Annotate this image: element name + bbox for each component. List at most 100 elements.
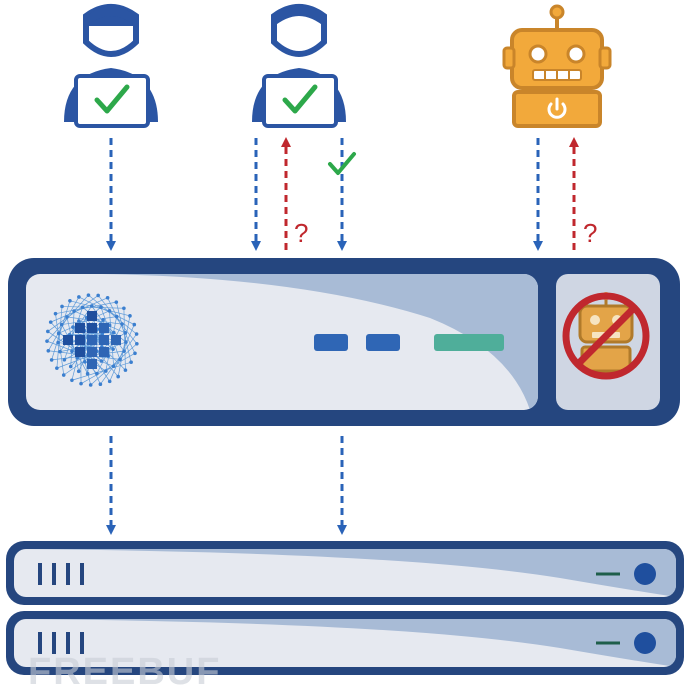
mesh-node	[68, 298, 72, 303]
mesh-node	[65, 315, 69, 319]
mesh-node	[72, 309, 76, 313]
mesh-node	[114, 314, 119, 319]
check-icon	[94, 84, 130, 114]
mesh-node	[89, 304, 94, 308]
mesh-node	[111, 364, 116, 369]
user-2-icon	[252, 4, 346, 128]
mesh-node	[56, 331, 61, 336]
mesh-link	[88, 294, 137, 335]
status-led-2	[366, 334, 400, 351]
mesh-link	[48, 296, 80, 351]
mesh-node	[116, 374, 120, 379]
mesh-node	[46, 329, 50, 334]
mesh-node	[55, 366, 59, 370]
mesh-node	[99, 305, 103, 309]
mesh-node	[61, 373, 66, 377]
mesh-node	[103, 369, 108, 373]
check-icon	[282, 84, 318, 114]
drive-slots	[38, 632, 84, 654]
mesh-node	[45, 339, 49, 343]
mesh-node	[71, 325, 75, 329]
mesh-link	[51, 300, 71, 361]
watermark: FREEBUF	[28, 651, 221, 690]
mesh-link	[62, 306, 124, 309]
backend-server-1	[6, 541, 684, 605]
mesh-node	[111, 330, 116, 335]
mesh-link	[117, 315, 131, 377]
mesh-node	[98, 382, 103, 387]
mesh-link	[55, 301, 117, 315]
mesh-link	[64, 307, 83, 360]
mesh-node	[96, 293, 100, 298]
mesh-core-block	[87, 323, 97, 333]
mesh-node	[120, 322, 124, 326]
mesh-link	[55, 313, 65, 376]
status-led-bar	[434, 334, 504, 351]
mesh-core-block	[87, 311, 97, 321]
mesh-node	[62, 358, 67, 362]
mesh-node	[77, 319, 81, 323]
mesh-core-block	[87, 359, 97, 369]
mesh-node	[122, 306, 126, 311]
status-led-1	[314, 334, 348, 351]
mesh-link	[84, 317, 87, 362]
mesh-core-block	[75, 347, 85, 357]
mesh-core-block	[87, 335, 97, 345]
mesh-node	[77, 295, 81, 299]
blocked-bot-icon	[562, 292, 650, 380]
mesh-link	[78, 296, 135, 325]
verified-check-icon	[328, 152, 356, 175]
mesh-node	[82, 360, 87, 364]
mesh-node	[118, 357, 122, 362]
mesh-link	[123, 308, 126, 371]
mesh-link	[96, 323, 123, 374]
mesh-node	[111, 347, 115, 351]
mesh-core-block	[99, 347, 109, 357]
mesh-link	[71, 361, 132, 381]
mesh-node	[49, 358, 54, 362]
mesh-link	[90, 343, 138, 386]
mesh-node	[58, 349, 62, 354]
mesh-node	[99, 359, 104, 363]
user-2-challenge-label: ?	[294, 218, 308, 248]
mesh-core-block	[99, 323, 109, 333]
mesh-link	[47, 295, 99, 332]
mesh-node	[56, 340, 60, 345]
mesh-node	[107, 309, 112, 313]
mesh-node	[128, 314, 132, 318]
backend-server-2	[6, 611, 684, 675]
drive-slots	[38, 563, 84, 585]
mesh-node	[133, 351, 137, 356]
mesh-node	[101, 318, 105, 322]
mesh-node	[76, 369, 81, 374]
mesh-node	[79, 381, 83, 386]
mesh-node	[60, 304, 64, 309]
mesh-node	[134, 332, 139, 336]
power-icon	[547, 97, 567, 119]
mesh-node	[70, 349, 74, 354]
user-1-icon	[64, 4, 158, 128]
mesh-link	[80, 352, 136, 384]
mesh-node	[48, 320, 53, 324]
mesh-link	[58, 310, 110, 334]
mesh-core-block	[75, 335, 85, 345]
mesh-core-block	[87, 347, 97, 357]
mesh-node	[86, 293, 91, 297]
network-mesh-icon	[45, 293, 139, 387]
mesh-node	[122, 349, 126, 353]
mesh-link	[56, 306, 63, 369]
mesh-node	[53, 311, 58, 316]
mesh-node	[124, 340, 128, 344]
power-led	[634, 632, 656, 654]
mesh-core-block	[63, 335, 73, 345]
mesh-node	[68, 364, 73, 369]
mesh-node	[46, 348, 51, 353]
security-appliance	[8, 258, 680, 426]
mesh-node	[105, 295, 110, 300]
mesh-core-block	[111, 335, 121, 345]
mesh-node	[114, 300, 119, 304]
mesh-node	[123, 368, 128, 372]
mesh-node	[59, 322, 64, 327]
mesh-node	[132, 322, 137, 327]
